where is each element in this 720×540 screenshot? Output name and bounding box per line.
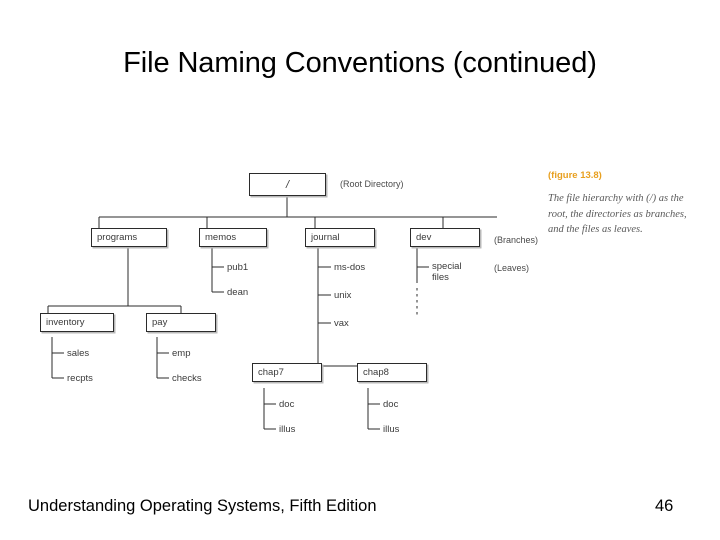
leaf-pay-emp[interactable]: emp: [172, 348, 191, 359]
annotation-branches: (Branches): [494, 235, 539, 245]
leaf-journal-unix[interactable]: unix: [334, 290, 352, 301]
file-hierarchy-diagram: / programs memos journal dev inventory p…: [0, 155, 720, 455]
figure-caption: (figure 13.8) The file hierarchy with (/…: [548, 170, 700, 238]
node-chap8[interactable]: chap8: [357, 363, 427, 382]
node-memos[interactable]: memos: [199, 228, 267, 247]
node-journal[interactable]: journal: [305, 228, 375, 247]
annotation-leaves: (Leaves): [494, 263, 530, 273]
node-root[interactable]: /: [249, 173, 326, 196]
leaf-dev-special-files[interactable]: special files: [432, 261, 462, 283]
leaf-journal-msdos[interactable]: ms-dos: [334, 262, 366, 273]
node-programs[interactable]: programs: [91, 228, 167, 247]
node-inventory[interactable]: inventory: [40, 313, 114, 332]
annotation-root-directory: (Root Directory): [340, 179, 404, 189]
node-dev[interactable]: dev: [410, 228, 480, 247]
node-pay[interactable]: pay: [146, 313, 216, 332]
leaf-chap8-doc[interactable]: doc: [383, 399, 399, 410]
node-chap7[interactable]: chap7: [252, 363, 322, 382]
leaf-chap7-illus[interactable]: illus: [279, 424, 296, 435]
leaf-pay-checks[interactable]: checks: [172, 373, 202, 384]
leaf-inventory-recpts[interactable]: recpts: [67, 373, 93, 384]
figure-caption-heading: (figure 13.8): [548, 170, 602, 181]
figure-caption-body: The file hierarchy with (/) as the root,…: [548, 193, 687, 235]
leaf-chap8-illus[interactable]: illus: [383, 424, 400, 435]
page-title: File Naming Conventions (continued): [123, 47, 597, 79]
leaf-inventory-sales[interactable]: sales: [67, 348, 90, 359]
leaf-chap7-doc[interactable]: doc: [279, 399, 295, 410]
leaf-memos-pub1[interactable]: pub1: [227, 262, 249, 273]
footer-page-number: 46: [655, 497, 674, 515]
leaf-journal-vax[interactable]: vax: [334, 318, 349, 329]
footer-book-title: Understanding Operating Systems, Fifth E…: [28, 497, 377, 515]
leaf-memos-dean[interactable]: dean: [227, 287, 249, 298]
